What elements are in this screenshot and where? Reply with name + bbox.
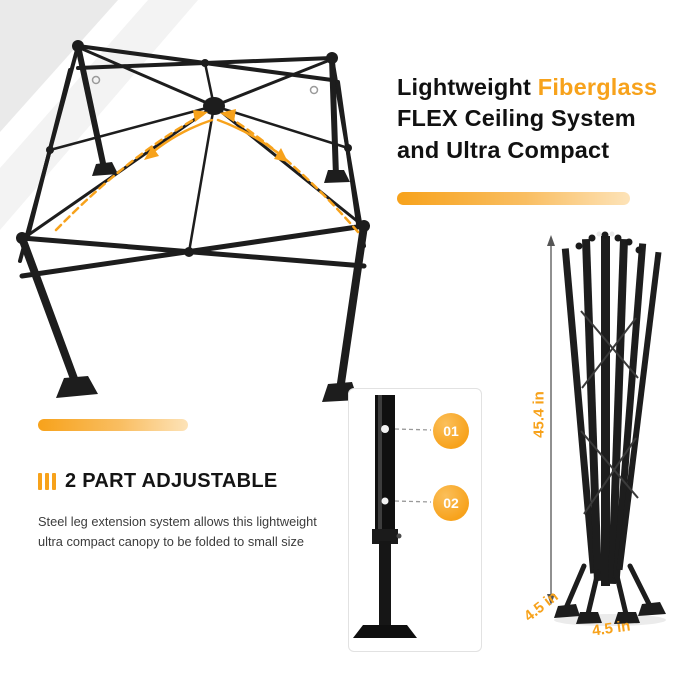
feature-description: Steel leg extension system allows this l… — [38, 512, 348, 553]
feature-title: 2 PART ADJUSTABLE — [65, 470, 278, 492]
leg-illustration — [353, 395, 432, 638]
headline: Lightweight Fiberglass FLEX Ceiling Syst… — [397, 72, 675, 166]
accent-underline-bar — [397, 192, 630, 205]
headline-line-3: and Ultra Compact — [397, 136, 610, 163]
feature-accent-bar — [38, 419, 188, 431]
headline-text-black: Lightweight — [397, 74, 538, 100]
dimension-arrow-icon — [547, 235, 555, 605]
folded-frame-figure: 45.4 in 4.5 in 4.5 in — [518, 226, 679, 646]
adjustable-bars-icon — [38, 473, 56, 490]
callout-step-1: 01 — [433, 413, 469, 449]
height-dimension-label: 45.4 in — [530, 391, 548, 438]
feature-description-line1: Steel leg extension system allows this l… — [38, 514, 317, 529]
feature-title-row: 2 PART ADJUSTABLE — [38, 470, 278, 493]
headline-line-1: Lightweight Fiberglass — [397, 72, 675, 103]
headline-text-orange: Fiberglass — [537, 74, 658, 100]
folded-frame-illustration — [547, 231, 666, 626]
callout-step-2: 02 — [433, 485, 469, 521]
canopy-frame-illustration — [16, 40, 370, 402]
flex-arrow-icon — [54, 109, 360, 234]
leg-detail-card: 01 02 — [348, 388, 482, 652]
headline-line-2: FLEX Ceiling System — [397, 105, 636, 132]
feature-description-line2: ultra compact canopy to be folded to sma… — [38, 534, 305, 550]
